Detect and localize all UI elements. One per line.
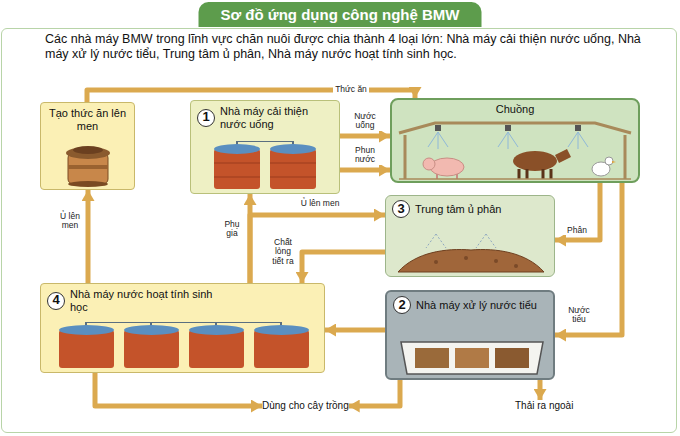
flow-arrow	[538, 380, 543, 400]
flow-label: Phun nước	[345, 146, 385, 165]
box-header: 3 Trung tâm ủ phân	[386, 196, 554, 222]
flow-arrow	[302, 252, 385, 283]
flow-arrow	[555, 183, 600, 240]
compost-heap	[396, 234, 546, 274]
flow-arrow	[340, 134, 390, 139]
box-heading: Nhà máy nước hoạt tính sinh học	[70, 288, 230, 313]
flow-label: Chất lỏng tiết ra	[270, 238, 296, 266]
box-header: 1 Nhà máy cải thiện nước uống	[191, 101, 339, 134]
callout-number: 2	[393, 296, 411, 314]
bio-water-tanks	[49, 322, 319, 370]
flow-arrow	[555, 183, 622, 335]
intro-note: Các nhà máy BMW trong lĩnh vực chăn nuôi…	[45, 32, 643, 62]
destination-label: Thải ra ngoài	[515, 400, 573, 412]
flow-label: Nước uống	[345, 112, 385, 131]
flow-arrow	[95, 373, 262, 406]
flow-label: Thức ăn	[333, 85, 369, 94]
flow-arrow	[325, 328, 385, 333]
flow-arrow	[248, 194, 253, 283]
box-header: 4 Nhà máy nước hoạt tính sinh học	[41, 284, 324, 317]
plant-box: 3 Trung tâm ủ phân	[385, 195, 555, 277]
box-heading: Tạo thức ăn lên men	[41, 103, 134, 132]
box-header: 2 Nhà máy xử lý nước tiểu	[387, 292, 553, 318]
flow-label: Ủ lên men	[56, 212, 84, 231]
plant-box: 2 Nhà máy xử lý nước tiểu	[385, 290, 555, 380]
flow-arrow	[86, 190, 91, 283]
callout-number: 1	[197, 109, 215, 127]
box-heading: Trung tâm ủ phân	[415, 203, 501, 216]
box-heading: Nhà máy cải thiện nước uống	[220, 105, 330, 130]
feed-box: Tạo thức ăn lên men	[40, 102, 135, 190]
flow-label: Phụ gia	[220, 220, 244, 239]
callout-number: 4	[47, 292, 65, 310]
barn-box: Chuồng	[390, 98, 640, 183]
box-heading: Chuồng	[392, 100, 638, 116]
plant-box: 1 Nhà máy cải thiện nước uống	[190, 100, 340, 194]
flow-label: Phân	[562, 226, 592, 235]
flow-label: Nước tiểu	[562, 306, 596, 325]
diagram-title: Sơ đồ ứng dụng công nghệ BMW	[199, 2, 482, 27]
fermenting-pot	[60, 141, 116, 187]
flow-arrow	[250, 215, 385, 283]
callout-number: 3	[392, 200, 410, 218]
flow-arrow	[340, 168, 390, 173]
destination-label: Dùng cho cây trồng	[262, 400, 349, 412]
barn-illustration	[395, 121, 635, 181]
box-text: Dùng cho cây trồng	[262, 400, 349, 412]
box-text: Thải ra ngoài	[515, 400, 573, 412]
flow-label: Ủ lên men	[290, 199, 350, 208]
urine-treatment-tray	[397, 336, 547, 376]
box-heading: Nhà máy xử lý nước tiểu	[416, 299, 537, 312]
water-tanks	[206, 141, 326, 191]
plant-box: 4 Nhà máy nước hoạt tính sinh học	[40, 283, 325, 373]
flow-arrow	[349, 380, 400, 406]
